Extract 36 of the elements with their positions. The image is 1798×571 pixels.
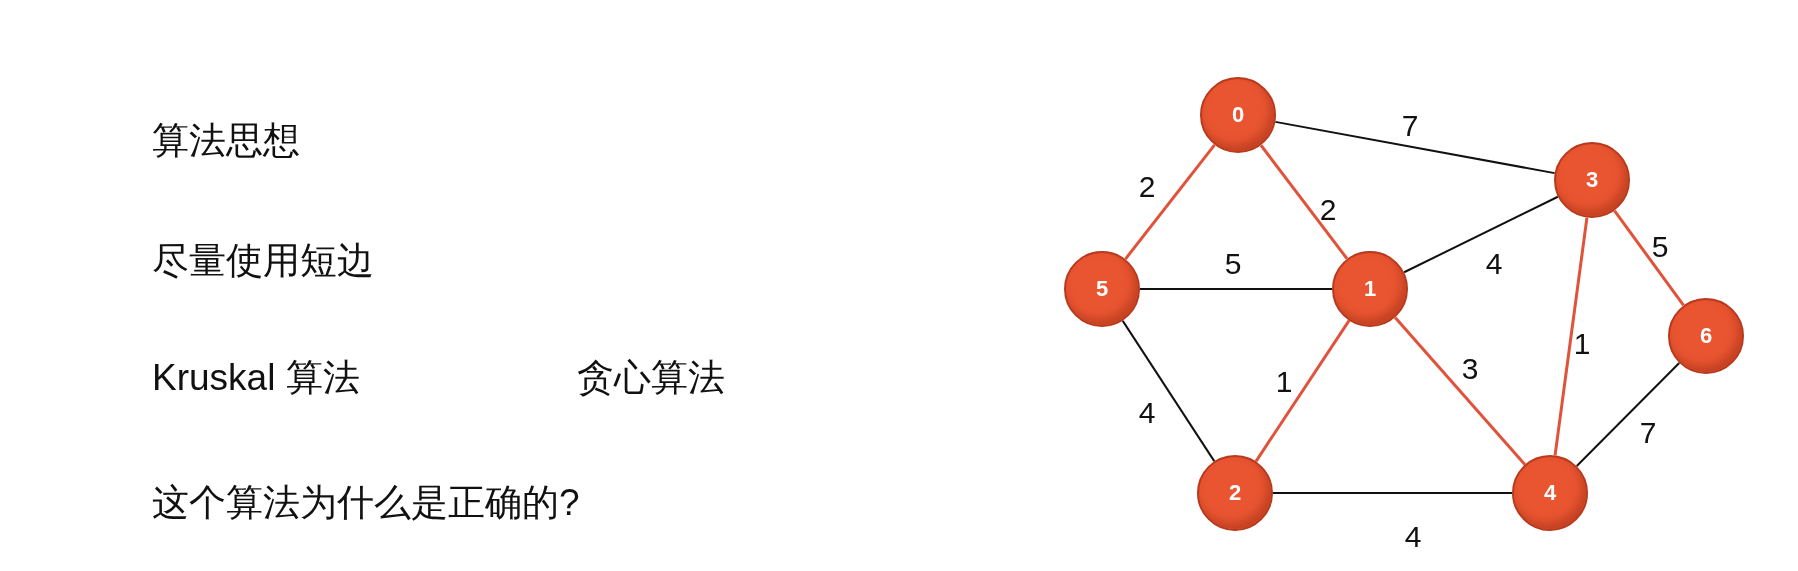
text-line: Kruskal 算法 (152, 356, 360, 400)
edge-weight: 2 (1319, 193, 1337, 227)
edge-weight: 7 (1639, 416, 1657, 450)
graph-edge (1272, 492, 1513, 494)
edge-weight: 5 (1651, 230, 1669, 264)
edge-weight: 2 (1138, 170, 1156, 204)
edge-weight: 1 (1573, 327, 1591, 361)
edge-weight: 7 (1401, 109, 1419, 143)
text-line: 算法思想 (152, 119, 300, 163)
graph-edge (1394, 316, 1526, 466)
vertex-circle: 6 (1668, 298, 1744, 374)
edge-weight: 4 (1485, 247, 1503, 281)
graph-edge (1139, 288, 1333, 290)
edge-weight: 5 (1224, 247, 1242, 281)
vertex-circle: 3 (1554, 142, 1630, 218)
graph-edge (1575, 361, 1681, 468)
text-line: 贪心算法 (577, 356, 725, 400)
edge-weight: 1 (1275, 365, 1293, 399)
vertex-circle: 5 (1064, 251, 1140, 327)
edge-weight: 4 (1138, 396, 1156, 430)
graph-edge (1613, 209, 1685, 307)
graph-edge (1121, 319, 1216, 463)
vertex-circle: 2 (1197, 455, 1273, 531)
graph-edge (1553, 217, 1589, 456)
vertex-circle: 0 (1200, 77, 1276, 153)
text-line: 尽量使用短边 (152, 239, 374, 283)
graph-edge (1259, 144, 1349, 260)
edge-weight: 4 (1404, 520, 1422, 554)
vertex-circle: 1 (1332, 251, 1408, 327)
graph-edge (1254, 319, 1351, 463)
graph-edge (1124, 144, 1216, 260)
graph-edge (1274, 120, 1556, 175)
graph-edge (1403, 195, 1559, 274)
text-line: 这个算法为什么是正确的? (152, 481, 580, 525)
edge-weight: 3 (1461, 352, 1479, 386)
vertex-circle: 4 (1512, 455, 1588, 531)
